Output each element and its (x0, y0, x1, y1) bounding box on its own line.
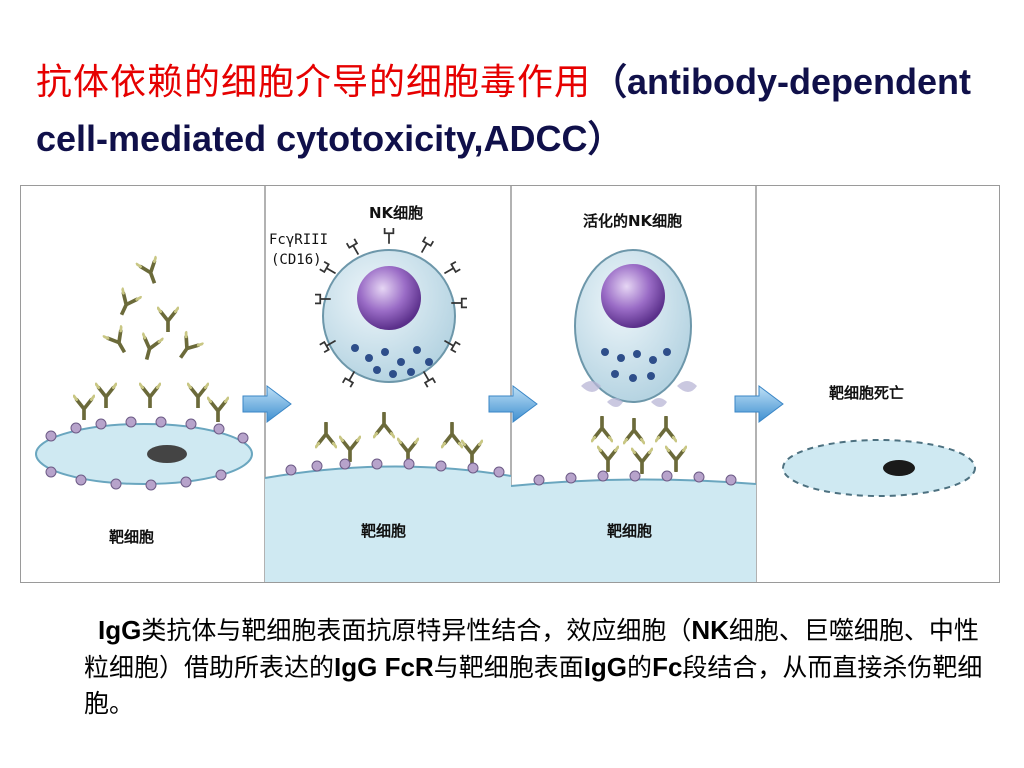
arrow-3-icon (734, 385, 784, 423)
panel-4: 靶细胞死亡 (782, 384, 976, 497)
panel2-target-label: 靶细胞 (361, 522, 406, 540)
description-paragraph: IgG类抗体与靶细胞表面抗原特异性结合，效应细胞（NK细胞、巨噬细胞、中性粒细胞… (84, 612, 984, 722)
text-igg-fcr: IgG FcR (334, 652, 434, 682)
adcc-diagram: 靶细胞 (20, 185, 1000, 583)
title-chinese: 抗体依赖的细胞介导的细胞毒作用 (36, 62, 592, 103)
target-nucleus (147, 445, 187, 463)
free-antibodies (73, 255, 229, 422)
target-cell-surface (511, 479, 756, 582)
arrow-1-icon (242, 385, 292, 423)
nk-granules (351, 344, 433, 378)
panel-2: NK细胞 FcγRIII (CD16) 靶细胞 (264, 204, 512, 582)
title-english: （antibody-dependent cell-mediated cytoto… (36, 61, 972, 159)
bound-antibodies (315, 412, 483, 466)
dead-target-cell (782, 439, 976, 497)
released-granules (581, 381, 697, 407)
activated-nk-nucleus (601, 264, 665, 328)
panel-1: 靶细胞 (35, 255, 253, 546)
activated-nk-granules (601, 348, 671, 382)
nk-cell-label: NK细胞 (369, 204, 423, 222)
text-segment: 与靶细胞表面 (433, 653, 584, 682)
text-nk: NK (691, 615, 729, 645)
activated-nk-label: 活化的NK细胞 (583, 212, 682, 230)
text-segment: 类抗体与靶细胞表面抗原特异性结合，效应细胞（ (141, 616, 692, 645)
text-fc: Fc (652, 652, 683, 682)
nk-nucleus (357, 266, 421, 330)
surface-antigens (45, 416, 249, 491)
page-title: 抗体依赖的细胞介导的细胞毒作用（antibody-dependent cell-… (36, 54, 996, 168)
bound-antibodies (591, 416, 687, 474)
text-segment: 的 (627, 653, 653, 682)
surface-antigens (285, 458, 505, 478)
text-segment: 细胞、巨噬细胞、中性粒细胞）借助所表达的 (84, 616, 979, 682)
target-death-label: 靶细胞死亡 (829, 384, 904, 402)
dead-target-nucleus (883, 460, 915, 476)
text-igg: IgG (98, 615, 142, 645)
arrow-2-icon (488, 385, 538, 423)
fcr-sublabel: (CD16) (271, 252, 322, 268)
target-cell (35, 423, 253, 485)
target-cell-surface (265, 466, 511, 582)
panel1-target-label: 靶细胞 (109, 528, 154, 546)
text-igg: IgG (583, 652, 628, 682)
adcc-diagram-svg: 靶细胞 (35, 186, 976, 582)
surface-antigens (533, 470, 737, 486)
panel-3: 活化的NK细胞 靶细胞 (510, 212, 757, 582)
fcr-label: FcγRIII (269, 232, 328, 248)
panel3-target-label: 靶细胞 (607, 522, 652, 540)
text-segment: 段结合，从而直接杀伤靶细胞。 (84, 653, 983, 718)
